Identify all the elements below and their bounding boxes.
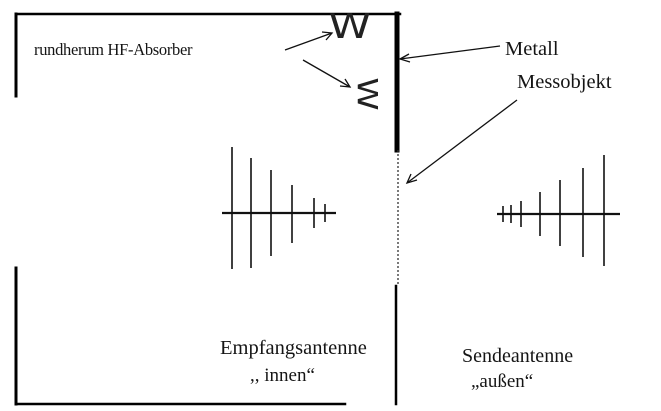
absorber-label: rundherum HF-Absorber: [34, 40, 193, 59]
arrow-messobjekt: [405, 99, 518, 185]
transmit-antenna: [497, 155, 620, 266]
room-walls: [14, 11, 402, 406]
arrow-metall: [398, 45, 501, 63]
annotation-arrows: [284, 31, 518, 185]
receive-antenna: [222, 147, 336, 269]
receive-antenna-label: Empfangsantenne: [220, 337, 367, 359]
transmit-antenna-label: Sendeantenne: [462, 345, 574, 367]
absorber-symbol-top: W: [328, 7, 371, 47]
transmit-position-label: „außen“: [471, 371, 534, 392]
arrow-absorber-top: [284, 31, 334, 51]
receive-position-label: ,, innen“: [250, 365, 315, 386]
arrow-absorber-side: [302, 59, 352, 88]
measurement-object-label: Messobjekt: [517, 71, 612, 93]
metal-label: Metall: [505, 38, 559, 60]
absorber-symbol-side: W: [350, 77, 384, 111]
